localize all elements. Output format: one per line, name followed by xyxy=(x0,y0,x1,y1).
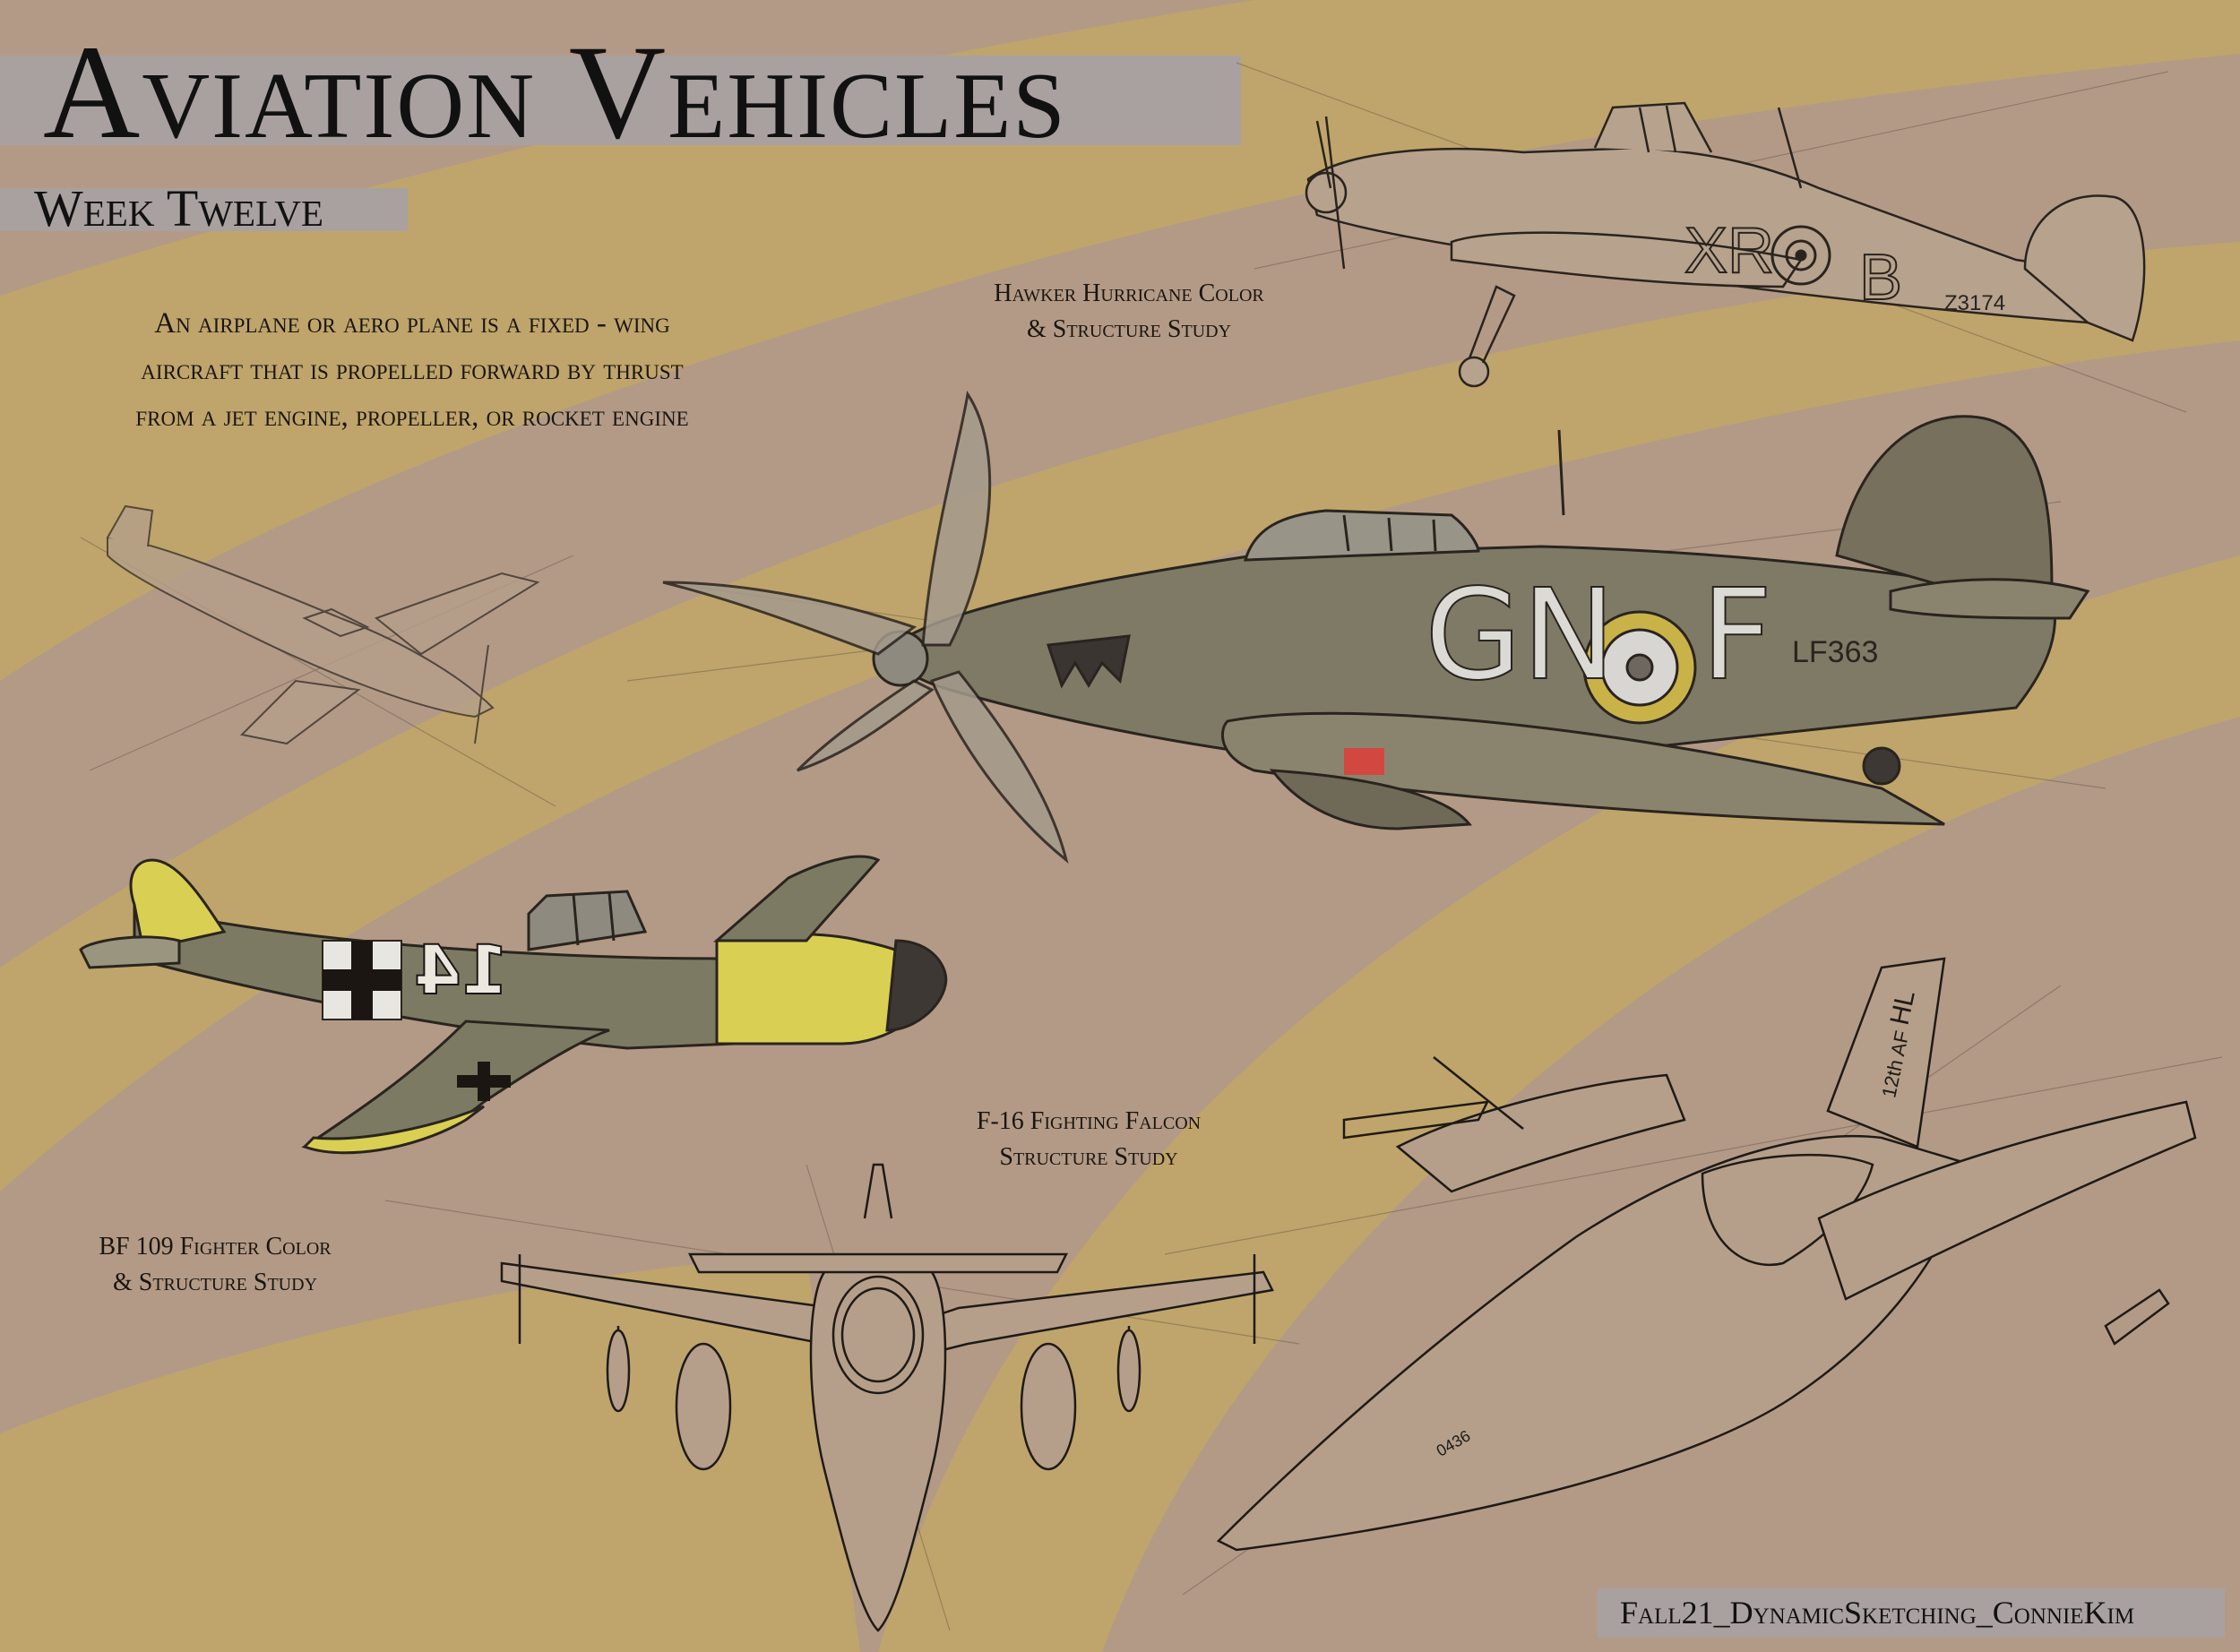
intro-line-3: from a jet engine, propeller, or rocket … xyxy=(135,400,689,433)
hurricane-color-letter: F xyxy=(1700,563,1774,709)
bf109-number: 14 xyxy=(413,929,510,1011)
page-title: Aviation Vehicles xyxy=(43,18,1067,167)
hurricane-caption: Hawker Hurricane Color & Structure Study xyxy=(941,276,1317,348)
f16-caption: F-16 Fighting Falcon Structure Study xyxy=(941,1104,1236,1175)
intro-line-2: aircraft that is propelled forward by th… xyxy=(141,354,684,386)
bf109-caption-line-1: BF 109 Fighter Color xyxy=(99,1233,332,1261)
subtitle-band xyxy=(0,188,408,231)
hurricane-sketch-code: XR xyxy=(1684,214,1775,288)
intro-line-1: An airplane or aero plane is a fixed - w… xyxy=(154,307,670,340)
hurricane-sketch xyxy=(1305,101,2146,388)
hurricane-sketch-roundel xyxy=(1770,225,1831,286)
f16-caption-line-1: F-16 Fighting Falcon xyxy=(976,1107,1202,1135)
title-band xyxy=(0,56,1241,145)
hurricane-sketch-serial: Z3174 xyxy=(1944,291,2006,315)
f16-front xyxy=(500,1163,1274,1632)
bf109-caption-line-2: & Structure Study xyxy=(112,1269,318,1296)
footer-band xyxy=(1598,1588,2225,1638)
page-subtitle: Week Twelve xyxy=(34,179,323,237)
hurricane-color-code: GN xyxy=(1424,563,1616,709)
hurricane-caption-line-2: & Structure Study xyxy=(1026,315,1232,343)
bf109-cross-fuselage xyxy=(322,940,402,1020)
artist-credit: Fall21_DynamicSketching_ConnieKim xyxy=(1620,1595,2135,1630)
hurricane-color-roundel xyxy=(1582,610,1697,725)
bf109-sketch xyxy=(107,504,540,745)
bf109-color xyxy=(79,855,948,1155)
f16-caption-line-2: Structure Study xyxy=(999,1143,1178,1171)
bf109-caption: BF 109 Fighter Color & Structure Study xyxy=(54,1229,376,1301)
bf109-cross-wing xyxy=(457,1062,511,1101)
hurricane-sketch-letter: B xyxy=(1858,241,1903,314)
hurricane-caption-line-1: Hawker Hurricane Color xyxy=(994,280,1264,307)
hurricane-color-serial: LF363 xyxy=(1792,635,1879,669)
hurricane-color xyxy=(662,391,2090,864)
intro-text: An airplane or aero plane is a fixed - w… xyxy=(54,300,771,440)
f16-perspective xyxy=(1216,957,2197,1552)
